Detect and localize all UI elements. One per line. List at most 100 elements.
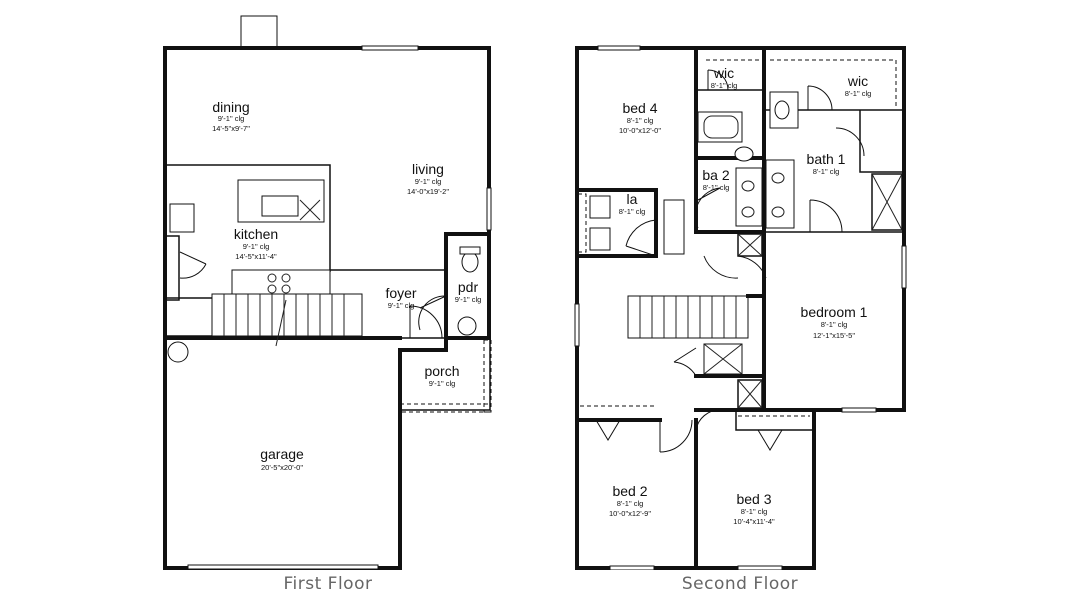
room-ceiling: 9'-1" clg bbox=[455, 295, 482, 304]
cooktop-burner bbox=[267, 273, 277, 283]
room-ceiling: 8'-1" clg bbox=[813, 167, 840, 176]
second-floor-plan bbox=[574, 45, 907, 570]
room-la: la 8'-1" clg bbox=[619, 191, 646, 216]
kitchen-counter bbox=[231, 269, 331, 295]
first-floor-plan bbox=[163, 15, 492, 570]
sink bbox=[741, 206, 755, 218]
pdr-door bbox=[418, 295, 447, 331]
hall-door bbox=[703, 255, 767, 279]
washer bbox=[589, 195, 611, 219]
room-wic-1: wic 8'-1" clg bbox=[711, 65, 738, 90]
room-ceiling: 8'-1" clg bbox=[845, 89, 872, 98]
second-floor-caption: Second Floor bbox=[681, 574, 799, 594]
interior-wall bbox=[694, 46, 766, 234]
cooktop-burner bbox=[267, 284, 277, 294]
room-name: pdr bbox=[458, 279, 479, 295]
room-dimensions: 10'-4"x11'-4" bbox=[733, 517, 775, 526]
hall-closet bbox=[663, 199, 685, 255]
room-garage: garage 20'-5"x20'-0" bbox=[260, 446, 304, 472]
room-wic-2: wic 8'-1" clg bbox=[845, 73, 872, 98]
room-ceiling: 8'-1" clg bbox=[703, 183, 730, 192]
room-ba2: ba 2 8'-1" clg bbox=[702, 167, 729, 192]
kitchen-partition bbox=[165, 164, 331, 272]
front-door bbox=[409, 305, 443, 339]
room-dining: dining 9'-1" clg 14'-5"x9'-7" bbox=[212, 99, 250, 133]
room-bed4: bed 4 8'-1" clg 10'-0"x12'-0" bbox=[619, 100, 661, 135]
linen-x bbox=[871, 173, 903, 231]
attic-x bbox=[703, 343, 743, 375]
linen-closet bbox=[871, 173, 903, 231]
porch-step bbox=[399, 403, 491, 413]
room-name: foyer bbox=[385, 285, 416, 301]
room-name: bedroom 1 bbox=[801, 304, 868, 320]
bath1-door bbox=[809, 199, 843, 233]
laundry-shelf bbox=[577, 193, 587, 253]
window bbox=[609, 565, 655, 570]
wic-wall bbox=[696, 89, 904, 111]
pantry bbox=[164, 235, 180, 301]
sink bbox=[741, 180, 755, 192]
toilet-tank bbox=[459, 246, 481, 255]
room-name: dining bbox=[212, 99, 249, 115]
room-name: bed 4 bbox=[622, 100, 657, 116]
chimney bbox=[240, 15, 278, 49]
room-dimensions: 12'-1"x15'-5" bbox=[813, 331, 855, 340]
toilet bbox=[461, 251, 479, 273]
bath1-walls bbox=[764, 110, 904, 233]
refrigerator bbox=[169, 203, 195, 233]
room-name: porch bbox=[424, 363, 459, 379]
vanity bbox=[765, 159, 795, 229]
room-name: wic bbox=[713, 65, 734, 81]
hall-wall bbox=[165, 269, 446, 337]
garage-door bbox=[187, 564, 379, 570]
room-name: bath 1 bbox=[807, 151, 846, 167]
bedroom1-walls bbox=[746, 230, 816, 412]
toilet bbox=[774, 100, 790, 120]
window bbox=[901, 245, 907, 289]
bed3-closet-door bbox=[757, 429, 783, 451]
dishwasher-x bbox=[299, 199, 321, 221]
room-name: la bbox=[627, 191, 638, 207]
cooktop-burner bbox=[281, 284, 291, 294]
room-name: garage bbox=[260, 446, 304, 462]
stairs bbox=[627, 295, 749, 339]
room-ceiling: 8'-1" clg bbox=[617, 499, 644, 508]
room-dimensions: 10'-0"x12'-0" bbox=[619, 126, 661, 135]
toilet bbox=[734, 146, 754, 162]
cooktop-burner bbox=[281, 273, 291, 283]
window bbox=[841, 407, 877, 413]
bed2-closet-door bbox=[595, 419, 621, 441]
room-ceiling: 9'-1" clg bbox=[429, 379, 456, 388]
floor-plan-drawing: dining 9'-1" clg 14'-5"x9'-7" living 9'-… bbox=[163, 15, 907, 570]
first-floor-caption: First Floor bbox=[283, 574, 373, 594]
dryer bbox=[589, 227, 611, 251]
room-ceiling: 8'-1" clg bbox=[627, 116, 654, 125]
wic-shelf bbox=[706, 59, 897, 108]
vanity bbox=[735, 167, 763, 227]
pantry-door bbox=[179, 251, 207, 279]
sink bbox=[457, 316, 477, 336]
room-kitchen: kitchen 9'-1" clg 14'-5"x11'-4" bbox=[234, 226, 278, 261]
bed3-door bbox=[695, 409, 721, 431]
laundry-door bbox=[625, 219, 657, 257]
room-dimensions: 20'-5"x20'-0" bbox=[261, 463, 303, 472]
wic-door bbox=[707, 69, 729, 91]
room-porch: porch 9'-1" clg bbox=[424, 363, 459, 388]
window bbox=[574, 303, 580, 347]
sink bbox=[771, 172, 785, 184]
window bbox=[737, 565, 783, 570]
room-name: kitchen bbox=[234, 226, 278, 242]
room-dimensions: 14'-0"x19'-2" bbox=[407, 187, 449, 196]
room-name: bed 2 bbox=[612, 483, 647, 499]
room-pdr: pdr 9'-1" clg bbox=[455, 279, 482, 304]
room-foyer: foyer 9'-1" clg bbox=[385, 285, 416, 310]
room-name: ba 2 bbox=[702, 167, 729, 183]
sink bbox=[771, 206, 785, 218]
bed2-door bbox=[659, 419, 693, 453]
stairs bbox=[211, 293, 363, 347]
room-dimensions: 14'-5"x9'-7" bbox=[212, 124, 250, 133]
room-ceiling: 9'-1" clg bbox=[415, 177, 442, 186]
room-bath1: bath 1 8'-1" clg bbox=[807, 151, 846, 176]
room-dimensions: 10'-0"x12'-9" bbox=[609, 509, 651, 518]
room-ceiling: 8'-1" clg bbox=[619, 207, 646, 216]
